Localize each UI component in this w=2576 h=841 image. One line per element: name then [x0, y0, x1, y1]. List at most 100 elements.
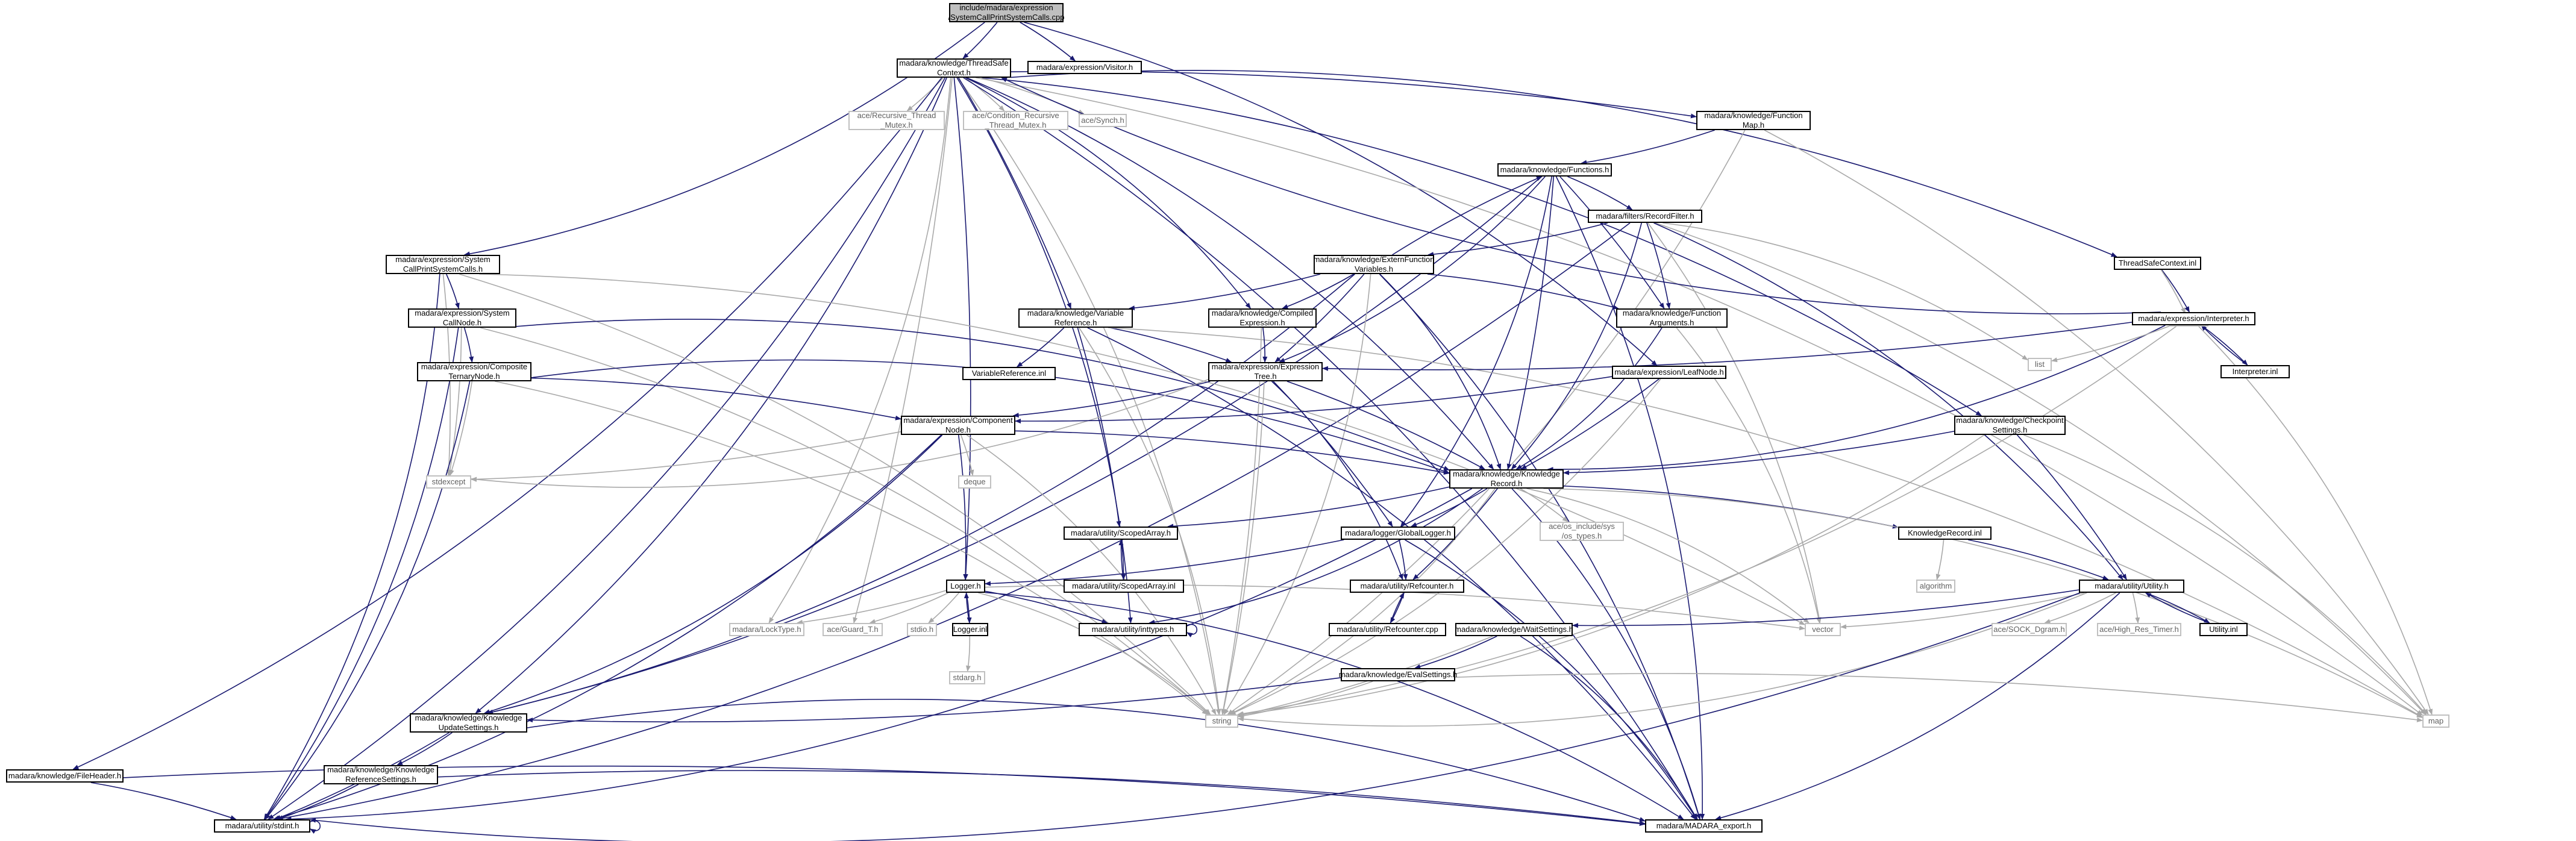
edge-tsc-to-compiled	[965, 77, 1251, 309]
edge-extfunc-to-compiled	[1282, 274, 1355, 309]
edge-extfunc-to-export	[1379, 274, 1701, 820]
edge-tsc-to-locktype	[768, 77, 951, 624]
node-ternary[interactable]: madara/expression/Composite TernaryNode.…	[417, 362, 531, 381]
edge-recfilter-to-funcargs	[1646, 222, 1671, 309]
node-root[interactable]: include/madara/expression /SystemCallPri…	[948, 3, 1065, 22]
edge-funcs-to-glog	[1400, 176, 1553, 527]
node-exprtree[interactable]: madara/expression/Expression Tree.h	[1208, 362, 1323, 381]
node-recfilter[interactable]: madara/filters/RecordFilter.h	[1588, 210, 1702, 223]
node-stdint[interactable]: madara/utility/stdint.h	[214, 819, 310, 833]
edge-syscall-to-sysnode	[446, 274, 460, 309]
node-extfunc[interactable]: madara/knowledge/ExternFunction Variable…	[1313, 255, 1435, 274]
node-syscall[interactable]: madara/expression/System CallPrintSystem…	[386, 255, 500, 274]
edge-logger-to-export	[985, 592, 1684, 820]
node-funcmap[interactable]: madara/knowledge/Function Map.h	[1696, 111, 1811, 130]
node-utility[interactable]: madara/utility/Utility.h	[2079, 580, 2184, 593]
node-string: string	[1205, 714, 1238, 728]
node-refcountcpp[interactable]: madara/utility/Refcounter.cpp	[1329, 623, 1446, 636]
node-comp[interactable]: madara/expression/Component Node.h	[901, 416, 1015, 435]
edge-krec-to-vector	[1526, 488, 1810, 624]
edge-funcargs-to-vector	[1676, 327, 1821, 624]
node-wait[interactable]: madara/knowledge/WaitSettings.h	[1455, 623, 1573, 636]
edge-kref-to-stdint	[277, 784, 359, 820]
node-export[interactable]: madara/MADARA_export.h	[1645, 819, 1763, 833]
edge-recfilter-to-krec	[1511, 222, 1642, 470]
edge-recfilter-to-utility	[1653, 222, 2123, 580]
edge-wait-to-export	[1520, 636, 1698, 820]
edge-extfunc-to-funcs	[1392, 176, 1543, 255]
edge-varref-to-map	[1108, 327, 2423, 718]
node-varrefinl[interactable]: VariableReference.inl	[962, 367, 1056, 380]
edge-comp-to-krec	[1015, 430, 1450, 475]
node-funcs[interactable]: madara/knowledge/Functions.h	[1497, 163, 1612, 177]
edge-funcs-to-krec	[1506, 176, 1555, 470]
edge-funcmap-to-funcs	[1581, 130, 1715, 165]
node-stdexcept: stdexcept	[426, 475, 471, 489]
edge-varref-to-export	[1087, 327, 1696, 820]
node-interpinl[interactable]: Interpreter.inl	[2220, 365, 2290, 378]
edge-glog-to-export	[1405, 539, 1697, 820]
node-interp[interactable]: madara/expression/Interpreter.h	[2132, 312, 2255, 325]
edge-krec-to-os-types	[1520, 488, 1568, 522]
edge-leaf-to-krec	[1520, 378, 1659, 470]
edge-sysnode-to-krec	[516, 319, 1450, 471]
edge-interp-to-interpinl	[2201, 325, 2248, 366]
edge-krecinl-to-algorithm	[1935, 539, 1945, 580]
edge-ternary-to-stdexcept	[449, 381, 473, 476]
node-scoped[interactable]: madara/utility/ScopedArray.h	[1064, 527, 1178, 540]
edge-tsc-to-inttypes	[956, 77, 1133, 624]
node-tscinl[interactable]: ThreadSafeContext.inl	[2114, 257, 2201, 270]
node-funcargs[interactable]: madara/knowledge/Function Arguments.h	[1616, 308, 1728, 328]
edge-tsc-to-string	[957, 77, 1221, 715]
node-tsc[interactable]: madara/knowledge/ThreadSafe Context.h	[897, 58, 1011, 78]
node-krec[interactable]: madara/knowledge/Knowledge Record.h	[1449, 469, 1564, 489]
edge-utility-to-hrt	[2132, 592, 2140, 624]
node-scopedinl[interactable]: madara/utility/ScopedArray.inl	[1064, 580, 1184, 593]
node-sysnode[interactable]: madara/expression/System CallNode.h	[408, 308, 516, 328]
node-ace-rtm: ace/Recursive_Thread _Mutex.h	[848, 111, 945, 130]
node-logger[interactable]: Logger.h	[946, 580, 985, 593]
node-inttypes[interactable]: madara/utility/inttypes.h	[1079, 623, 1187, 636]
edge-logger-to-inttypes	[985, 590, 1108, 624]
node-sockd: ace/SOCK_Dgram.h	[1992, 623, 2067, 636]
node-varref[interactable]: madara/knowledge/Variable Reference.h	[1018, 308, 1133, 328]
node-krecinl[interactable]: KnowledgeRecord.inl	[1898, 527, 1992, 540]
edge-krec-to-inttypes	[1149, 488, 1483, 625]
edge-exprtree-to-glog	[1273, 381, 1393, 527]
edge-compiled-to-string	[1221, 327, 1262, 715]
edge-exprtree-to-comp	[1012, 381, 1211, 418]
node-upd[interactable]: madara/knowledge/Knowledge UpdateSetting…	[410, 713, 527, 733]
node-loggerinl[interactable]: Logger.inl	[952, 623, 988, 636]
node-ckpt[interactable]: madara/knowledge/Checkpoint Settings.h	[1954, 416, 2066, 435]
node-stdio: stdio.h	[907, 623, 937, 636]
node-glog[interactable]: madara/logger/GlobalLogger.h	[1341, 527, 1455, 540]
edge-ckpt-to-map	[2023, 434, 2427, 715]
node-visitor[interactable]: madara/expression/Visitor.h	[1027, 61, 1142, 74]
edge-recfilter-to-stdint	[276, 222, 1631, 821]
edge-varref-to-exprtree	[1109, 327, 1232, 363]
node-fileheader[interactable]: madara/knowledge/FileHeader.h	[6, 769, 124, 783]
node-evals[interactable]: madara/knowledge/EvalSettings.h	[1339, 668, 1457, 681]
edge-logger-to-locktype	[796, 590, 947, 625]
edge-funcs-to-export	[1555, 176, 1705, 820]
edge-root-to-tsc	[962, 22, 998, 59]
edge-logger-to-string	[978, 592, 1210, 715]
node-refcount[interactable]: madara/utility/Refcounter.h	[1350, 580, 1464, 593]
node-utilinl[interactable]: Utility.inl	[2199, 623, 2248, 636]
edge-sysnode-to-stdint	[264, 327, 459, 820]
edge-recfilter-to-list	[1662, 222, 2028, 361]
edge-recfilter-to-map	[1655, 222, 2426, 715]
edge-funcmap-to-map	[1764, 130, 2429, 715]
edge-root-to-leaf	[1024, 22, 1658, 366]
edge-interp-to-tsc	[1001, 77, 2161, 314]
edge-ternary-to-comp	[531, 377, 901, 420]
node-kref[interactable]: madara/knowledge/Knowledge ReferenceSett…	[324, 765, 438, 784]
edge-tsc-to-stdint	[268, 77, 946, 820]
node-compiled[interactable]: madara/knowledge/Compiled Expression.h	[1208, 308, 1317, 328]
node-list: list	[2028, 358, 2052, 371]
edge-sysnode-to-ternary	[463, 327, 474, 363]
edge-varref-to-scoped	[1077, 327, 1121, 527]
node-leaf[interactable]: madara/expression/LeafNode.h	[1612, 366, 1726, 379]
edge-scopedinl-to-scoped	[1118, 539, 1124, 580]
edge-tsc-to-fileheader	[72, 77, 942, 770]
